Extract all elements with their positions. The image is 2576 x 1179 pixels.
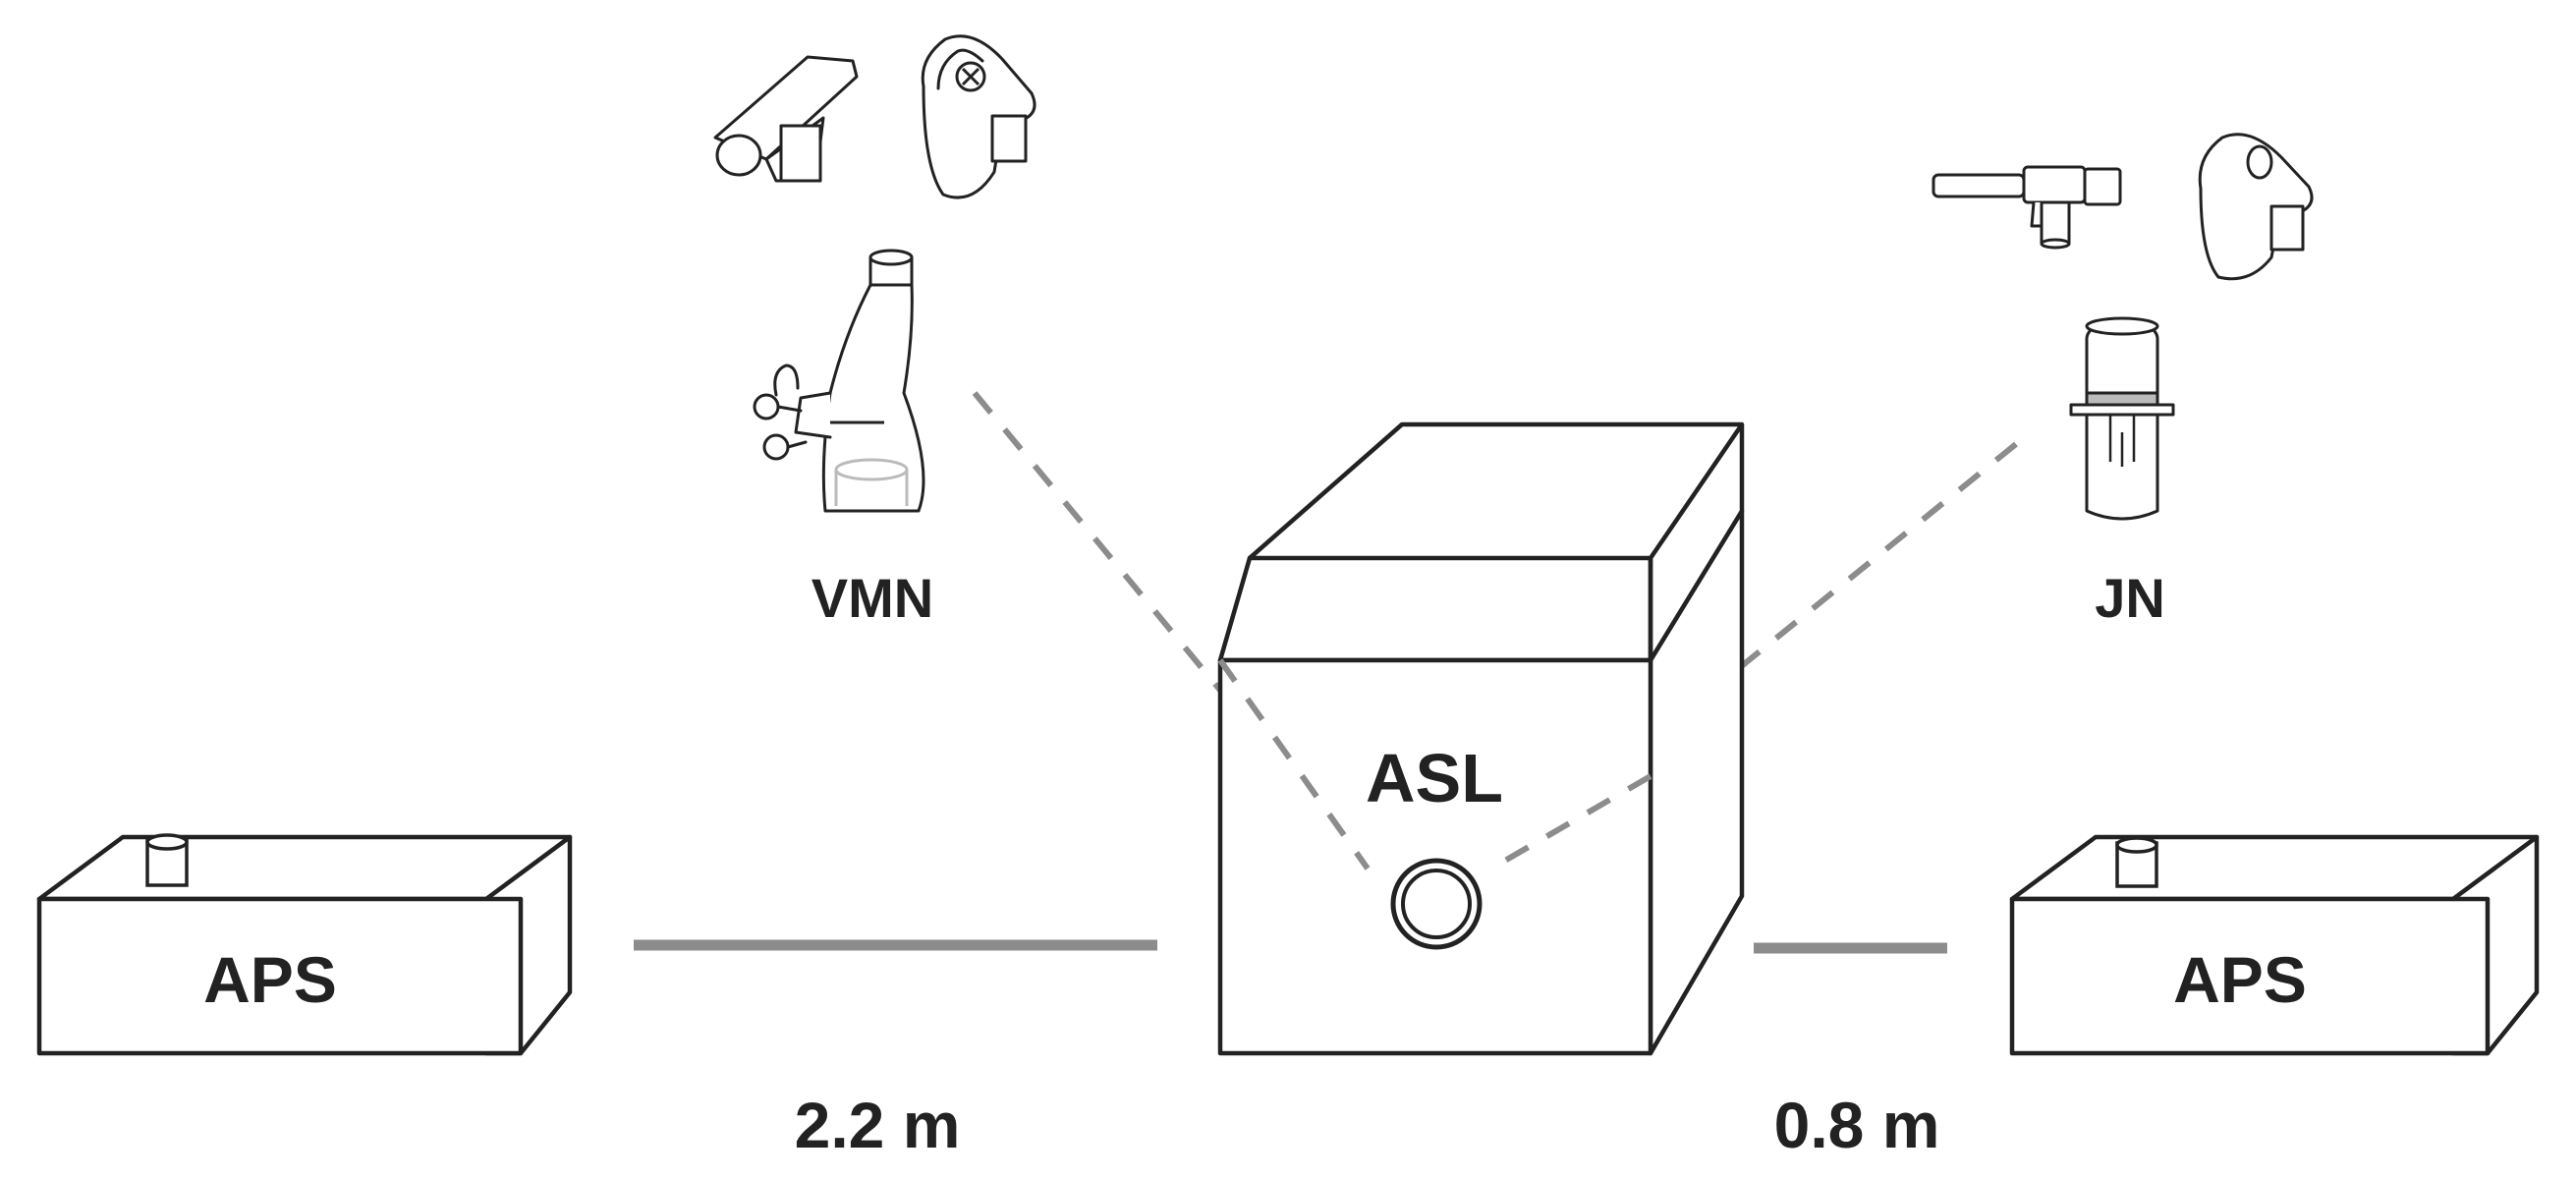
face-mask-icon [2198,133,2314,281]
vmn-label: VMN [812,567,933,629]
t-piece-icon [1932,165,2122,250]
distance-right-label: 0.8 m [1774,1089,1940,1161]
aps-right-label: APS [2173,943,2307,1016]
connector-vmn-to-asl [972,391,1371,870]
aps-left-label: APS [203,943,337,1016]
mouthpiece-icon [713,55,859,183]
distance-left-label: 2.2 m [795,1089,961,1161]
vmn-nebulizer-icon [753,249,925,513]
face-mask-icon [921,34,1036,199]
jn-label: JN [2095,567,2165,629]
jn-nebulizer-icon [2069,316,2175,521]
connector-jn-to-asl [1489,441,2018,871]
aps-box-right [2009,834,2540,1056]
aps-box-left [36,833,573,1056]
asl-label: ASL [1366,740,1503,816]
asl-box [1217,421,1745,1056]
